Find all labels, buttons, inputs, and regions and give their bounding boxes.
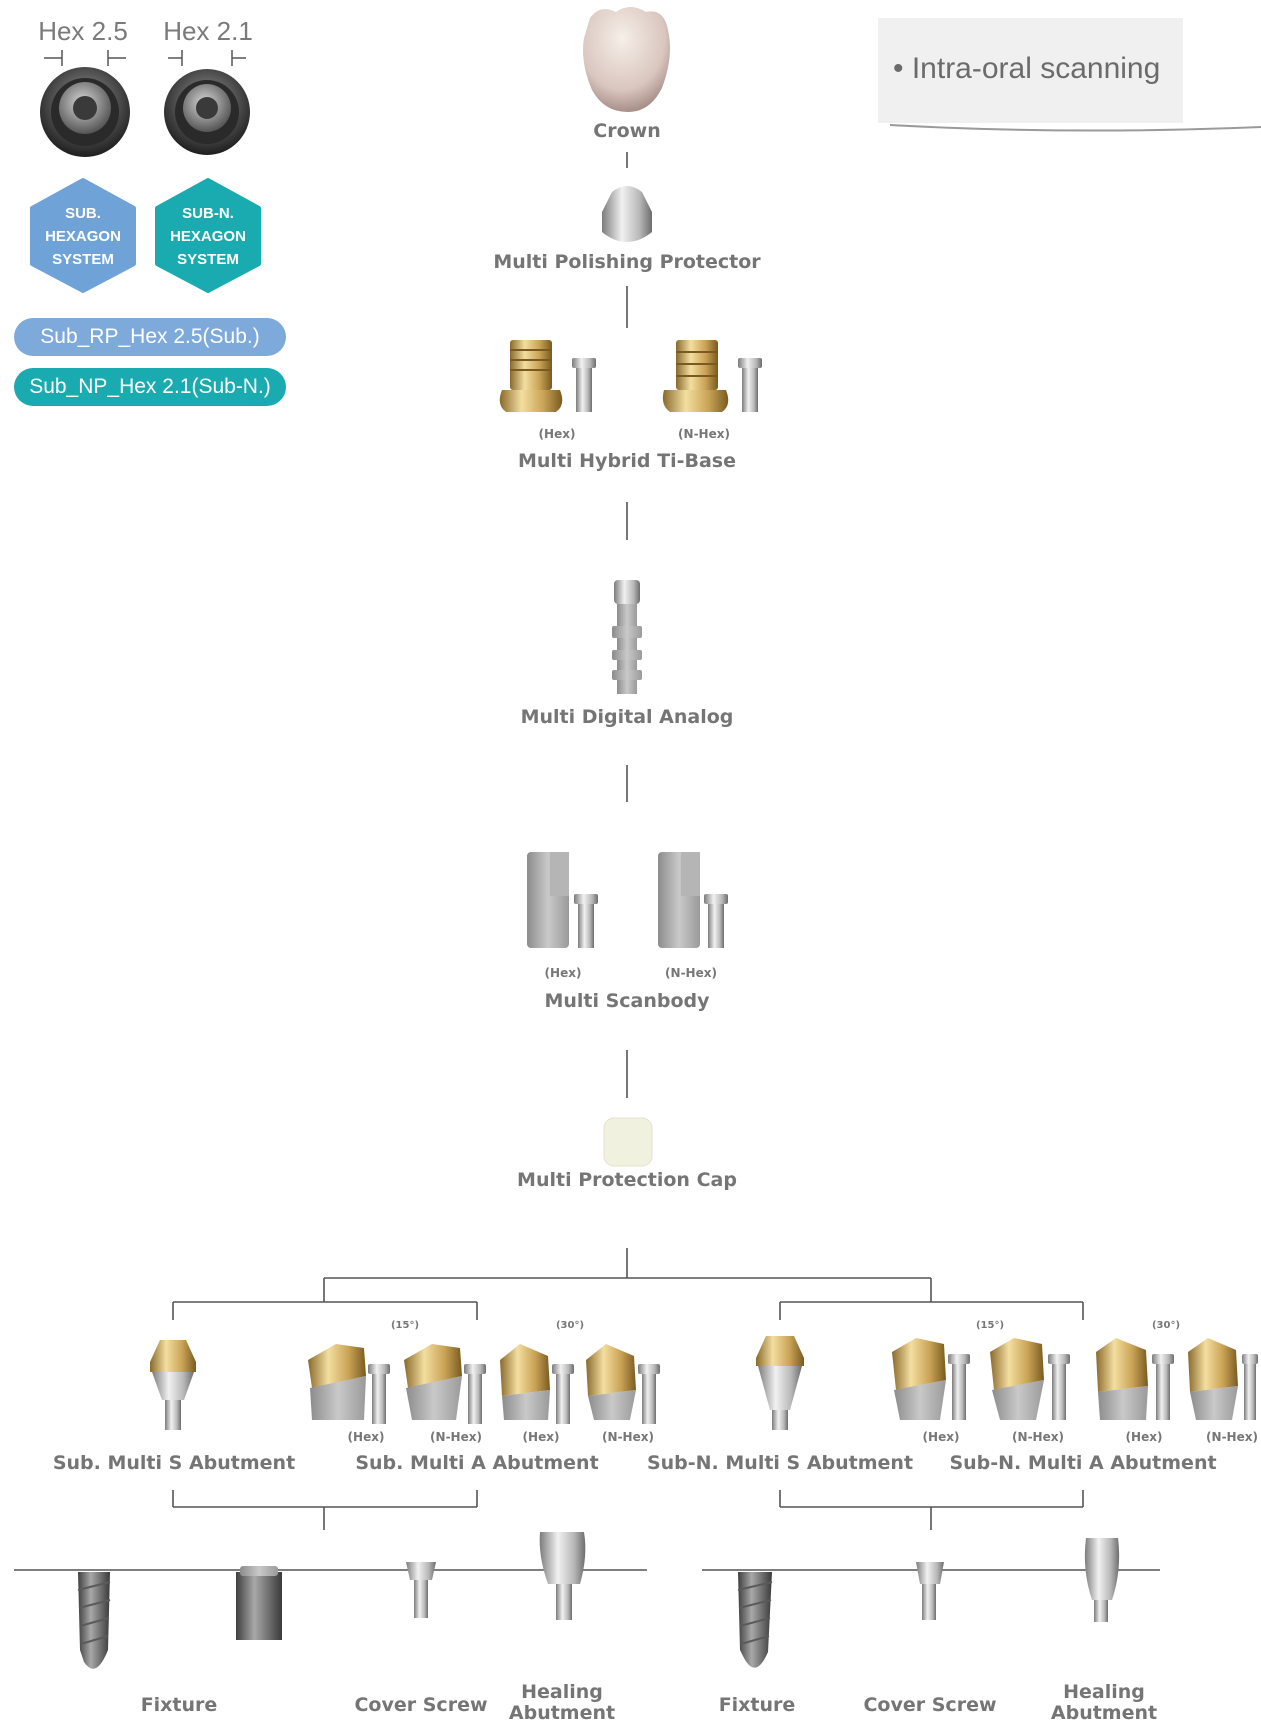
sub-a15-hex-label: (Hex) [347, 1430, 385, 1444]
subn-multi-a-30-nhex-icon [1188, 1338, 1258, 1420]
protection-cap-icon [603, 1117, 653, 1167]
crown-label: Crown [593, 120, 661, 142]
svg-text:HEXAGON: HEXAGON [170, 228, 246, 245]
scanbody-label: Multi Scanbody [544, 990, 710, 1012]
sub-a30-nhex-label: (N-Hex) [602, 1430, 654, 1444]
scanbody-hex-icon [527, 852, 598, 948]
workflow-title: • Intra-oral scanning [893, 52, 1161, 85]
subn-a15-nhex-label: (N-Hex) [1012, 1430, 1064, 1444]
polishing-protector-label: Multi Polishing Protector [493, 251, 761, 273]
svg-text:SUB-N.: SUB-N. [182, 205, 234, 222]
crown-icon [583, 7, 670, 112]
subn-cover-screw-label: Cover Screw [863, 1694, 997, 1716]
tibase-nhex-label: (N-Hex) [678, 427, 730, 441]
sub-hexagon-badge: SUB. HEXAGON SYSTEM [30, 178, 136, 293]
sub-np-pill: Sub_NP_Hex 2.1(Sub-N.) [14, 368, 286, 406]
hex-left-label: Hex 2.5 [38, 16, 128, 46]
subn-multi-a-30-hex-icon [1096, 1338, 1174, 1420]
sub-healing-label-2: Abutment [508, 1702, 616, 1724]
tibase-hex-icon [499, 340, 596, 412]
sub-multi-a-15-nhex-icon [404, 1344, 486, 1424]
sub-cover-screw-label: Cover Screw [354, 1694, 488, 1716]
tibase-nhex-icon [662, 340, 762, 412]
workflow-title-underline [890, 124, 1261, 132]
tibase-hex-label: (Hex) [538, 427, 576, 441]
sub-a30-hex-label: (Hex) [522, 1430, 560, 1444]
sub-multi-a-30-nhex-icon [586, 1344, 660, 1424]
sub-multi-a-15-hex-icon [308, 1344, 390, 1424]
sub-healing-abutment-icon [539, 1532, 586, 1620]
subn-multi-a-15-nhex-icon [990, 1338, 1070, 1420]
subn-hexagon-badge: SUB-N. HEXAGON SYSTEM [155, 178, 261, 293]
subn-healing-label-2: Abutment [1050, 1702, 1158, 1724]
sub-cover-screw-icon [406, 1562, 436, 1618]
hex-2-1-icon [164, 69, 250, 155]
subn-cover-screw-icon [916, 1562, 944, 1620]
svg-text:SUB.: SUB. [65, 205, 101, 222]
hex-2-5-icon [40, 67, 130, 157]
scanbody-hex-label: (Hex) [544, 966, 582, 980]
subn-multi-a-label: Sub-N. Multi A Abutment [949, 1452, 1217, 1474]
subn-fixture-label: Fixture [718, 1694, 796, 1716]
sub-multi-a-label: Sub. Multi A Abutment [355, 1452, 599, 1474]
subn-fixture-icon [737, 1572, 773, 1668]
subn-healing-label-1: Healing [1063, 1681, 1145, 1703]
digital-analog-icon [612, 580, 642, 694]
scanbody-nhex-label: (N-Hex) [665, 966, 717, 980]
tibase-label: Multi Hybrid Ti-Base [518, 450, 736, 472]
subn-deg15-label: (15°) [975, 1320, 1005, 1331]
sub-multi-s-label: Sub. Multi S Abutment [52, 1452, 296, 1474]
scanbody-nhex-icon [658, 852, 728, 948]
sub-multi-a-30-hex-icon [500, 1344, 574, 1424]
svg-text:HEXAGON: HEXAGON [45, 228, 121, 245]
sub-deg30-label: (30°) [555, 1320, 585, 1331]
svg-text:SYSTEM: SYSTEM [52, 251, 114, 268]
svg-text:SYSTEM: SYSTEM [177, 251, 239, 268]
digital-analog-label: Multi Digital Analog [520, 706, 734, 728]
protection-cap-label: Multi Protection Cap [517, 1169, 737, 1191]
polishing-protector-icon [602, 186, 652, 242]
hex-connection-icons [40, 50, 250, 157]
subn-multi-s-label: Sub-N. Multi S Abutment [646, 1452, 914, 1474]
subn-a30-nhex-label: (N-Hex) [1206, 1430, 1258, 1444]
sub-deg15-label: (15°) [390, 1320, 420, 1331]
subn-multi-s-icon [756, 1336, 804, 1430]
sub-healing-label-1: Healing [521, 1681, 603, 1703]
sub-fixture-label: Fixture [140, 1694, 218, 1716]
sub-a15-nhex-label: (N-Hex) [430, 1430, 482, 1444]
hex-right-label: Hex 2.1 [163, 16, 253, 46]
subn-deg30-label: (30°) [1151, 1320, 1181, 1331]
sub-fixture-icon [77, 1572, 111, 1669]
subn-multi-a-15-hex-icon [892, 1338, 970, 1420]
workflow-title-box [878, 18, 1183, 123]
sub-multi-s-icon [150, 1340, 196, 1430]
sub-rp-pill: Sub_RP_Hex 2.5(Sub.) [14, 318, 286, 356]
subn-a15-hex-label: (Hex) [922, 1430, 960, 1444]
sub-fixture-short-icon [236, 1566, 282, 1640]
subn-a30-hex-label: (Hex) [1125, 1430, 1163, 1444]
subn-healing-abutment-icon [1084, 1538, 1120, 1622]
